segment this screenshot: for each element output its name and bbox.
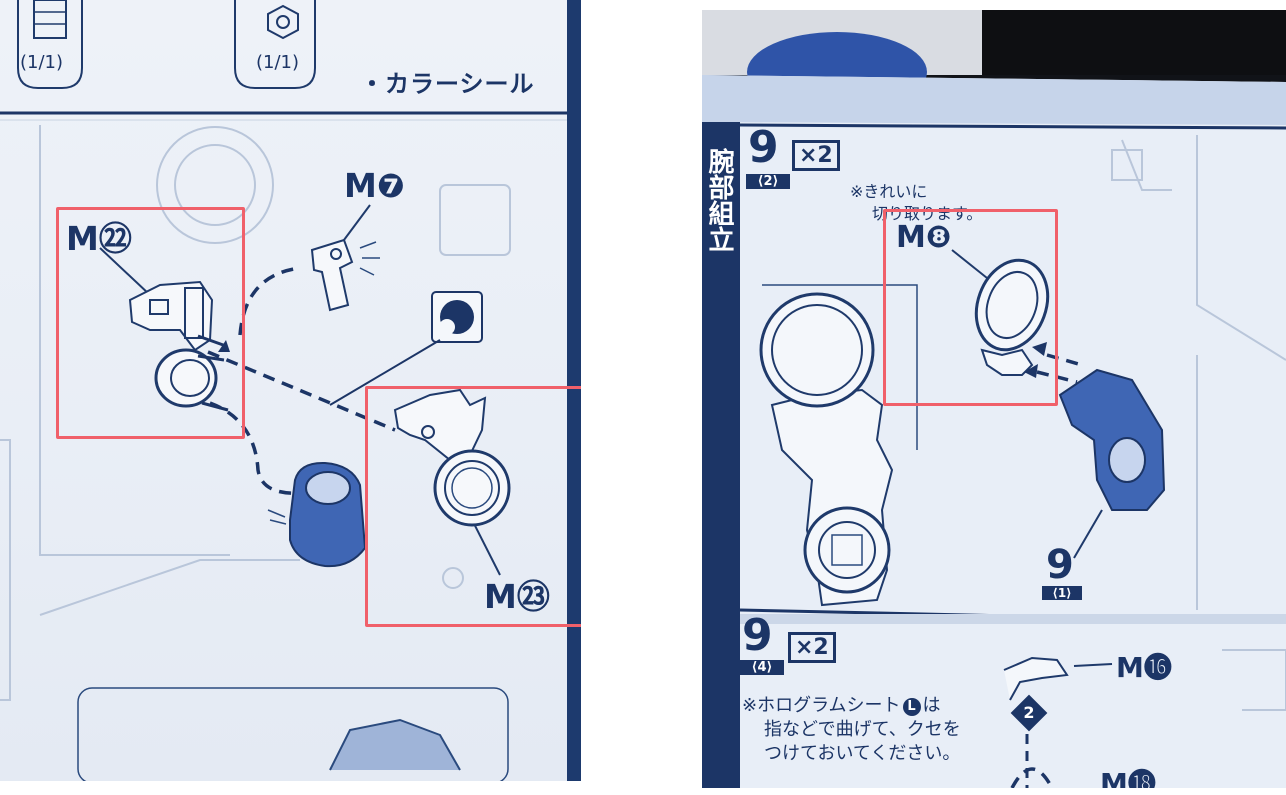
hologram-sheet-badge: L: [902, 698, 921, 716]
step-bottom-number: 9: [742, 610, 773, 661]
highlight-box-m23: [365, 386, 581, 627]
left-manual-illustration: [0, 0, 581, 781]
left-count-label-2: (1/1): [256, 52, 300, 73]
left-manual-photo: (1/1) (1/1) ・カラーシール M❼ M㉒ M㉓: [0, 0, 581, 781]
part-m8-drawing: [951, 249, 1050, 376]
highlight-box-m22: [56, 207, 245, 439]
part-m22-drawing: [128, 280, 230, 412]
part-label-m18: M⓲: [1100, 767, 1156, 788]
step-top-sub: ⟨2⟩: [746, 174, 790, 189]
step-top-multiplier: ×2: [792, 140, 840, 171]
order-marker-number: 2: [1023, 703, 1035, 722]
part-label-m8: M❽: [896, 220, 952, 255]
part-label-m22: M㉒: [66, 219, 132, 258]
hologram-note-line1-suffix: は: [922, 695, 941, 716]
section-title-vertical: 腕部組立: [704, 148, 734, 252]
highlight-box-m8: [883, 209, 1058, 406]
hologram-note-line1-text: ※ホログラムシート: [742, 695, 901, 716]
part-label-m16: M⓰: [1116, 651, 1172, 684]
right-manual-photo: 腕部組立 9 ⟨2⟩ ×2 ※きれいに 切り取ります。 M❽ 9 ⟨1⟩ 9 ⟨…: [702, 10, 1286, 788]
hologram-note-line3: つけておいてください。: [764, 743, 961, 764]
step-top-number: 9: [748, 122, 779, 173]
note-top-line2: 切り取ります。: [872, 204, 983, 223]
color-seal-label: ・カラーシール: [360, 70, 535, 98]
step-mid-number: 9: [1046, 542, 1074, 588]
note-top-line1: ※きれいに: [850, 182, 928, 201]
left-count-label-1: (1/1): [20, 52, 64, 73]
step-mid-sub: ⟨1⟩: [1042, 586, 1082, 600]
blue-cylinder-part: [267, 461, 367, 568]
right-manual-illustration: [702, 10, 1286, 788]
hologram-note-line2: 指などで曲げて、クセを: [764, 719, 961, 740]
part-label-m7: M❼: [344, 166, 405, 205]
step-bottom-multiplier: ×2: [788, 632, 836, 663]
part-m7-drawing: [310, 238, 380, 312]
arm-frame-part-drawing: [759, 284, 918, 607]
part-label-m23: M㉓: [484, 577, 550, 616]
step-bottom-sub: ⟨4⟩: [740, 660, 784, 675]
blue-arm-part: [1058, 368, 1166, 559]
part-m23-drawing: [393, 388, 511, 527]
